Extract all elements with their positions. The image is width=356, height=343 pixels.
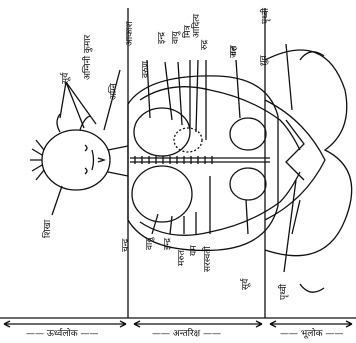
label-prithvi-top: पृथ्वी: [262, 8, 271, 24]
leader-shikha: [52, 186, 62, 215]
organ-right-lower: [230, 168, 266, 200]
region-label-right: —— भूलोक ——: [280, 330, 343, 339]
head-outline: [42, 130, 110, 190]
label-dhruv: ध्रुव: [260, 55, 269, 66]
label-marut: मरुत: [178, 250, 187, 266]
label-saraswati: सरस्वती: [204, 246, 213, 272]
label-agni-kumar: अग्निनी कुमार: [84, 35, 93, 80]
eyes: [85, 145, 87, 174]
leaders-lower: [152, 176, 210, 234]
leader-agni: [104, 70, 120, 130]
label-aditya: आदित्य: [193, 14, 202, 38]
mouth: [92, 150, 94, 170]
leader-jal: [236, 60, 240, 118]
label-surya-low: सूर्य: [242, 279, 251, 290]
neck: [108, 146, 128, 176]
label-vayu-inner: वायु: [172, 31, 181, 44]
leader-surya-low: [246, 200, 248, 234]
label-yam: यम: [190, 245, 199, 256]
organ-right-upper: [230, 118, 266, 150]
label-shikha: शिखा: [44, 220, 53, 238]
bracket-right: [270, 321, 352, 327]
label-agni: अग्नि: [110, 83, 119, 100]
bracket-mid: [134, 321, 262, 327]
leader-aditya: [196, 60, 198, 132]
label-prithvi-bottom: पृथ्वी: [280, 284, 289, 300]
lung-lower: [132, 166, 192, 222]
torso-outline: [128, 76, 278, 251]
label-grah: ग्रह: [230, 46, 239, 56]
label-surya: सूर्य: [62, 73, 71, 84]
label-akash: आकाश: [126, 21, 135, 46]
label-indra-left: इन्द्र: [164, 238, 173, 250]
spine-ticks: [135, 156, 212, 164]
region-label-left: —— ऊर्ध्वलोक ——: [26, 330, 99, 339]
leader-prithvi-top: [286, 44, 292, 110]
arm-lower: [140, 172, 300, 235]
label-varun: वरुण: [142, 61, 151, 78]
label-chandra: चन्द्र: [122, 239, 131, 252]
leader-surya: [60, 82, 96, 128]
nose: [98, 158, 104, 162]
feet: [300, 52, 324, 292]
region-label-mid: —— अन्तरिक्ष ——: [152, 330, 221, 339]
leader-indra: [165, 62, 172, 120]
leader-vayu: [178, 62, 182, 125]
head-rays: [30, 140, 44, 180]
bracket-left: [4, 321, 126, 327]
label-rudra: रुद्र: [201, 40, 210, 50]
hands: [286, 120, 304, 180]
arm-upper: [140, 87, 300, 150]
label-vayu-left: वायु: [146, 237, 155, 250]
hair-tuft: [57, 114, 90, 132]
legs-inner: [265, 100, 325, 220]
label-indra: इन्द्र: [158, 32, 167, 44]
